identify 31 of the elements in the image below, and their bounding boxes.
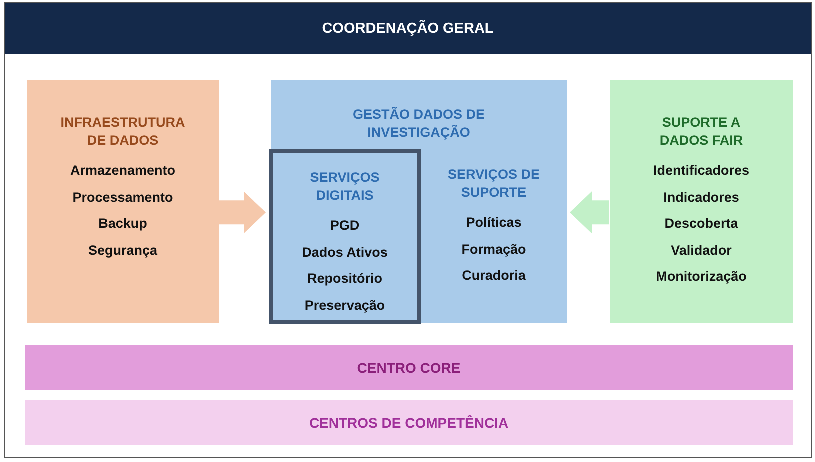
header-band: COORDENAÇÃO GERAL bbox=[5, 3, 811, 54]
list-item: Segurança bbox=[87, 242, 159, 260]
list-item: Políticas bbox=[465, 214, 523, 232]
competence-centers-band: CENTROS DE COMPETÊNCIA bbox=[25, 400, 793, 445]
list-item: Descoberta bbox=[664, 215, 740, 233]
heading: INFRAESTRUTURA DE DADOS bbox=[60, 114, 186, 150]
list-item: Preservação bbox=[304, 296, 386, 314]
heading: SUPORTE A DADOS FAIR bbox=[658, 114, 744, 150]
infrastructure-panel bbox=[27, 80, 219, 323]
list-item: Processamento bbox=[72, 188, 174, 206]
management-panel bbox=[271, 80, 567, 323]
list-item: Backup bbox=[98, 215, 148, 233]
list-item: Monitorização bbox=[655, 268, 748, 286]
block-arrow bbox=[570, 192, 609, 234]
list-item: Repositório bbox=[306, 270, 384, 288]
heading: GESTÃO DADOS DE INVESTIGAÇÃO bbox=[352, 106, 486, 142]
list-item: Validador bbox=[670, 242, 733, 260]
fair-support-panel bbox=[610, 80, 793, 323]
list-item: Armazenamento bbox=[69, 162, 177, 180]
list-item: Identificadores bbox=[652, 162, 751, 180]
digital-services-box bbox=[269, 149, 421, 324]
list-item: PGD bbox=[329, 217, 361, 235]
heading: SERVIÇOS DIGITAIS bbox=[309, 169, 381, 205]
list-item: Curadoria bbox=[461, 267, 527, 285]
list-item: Formação bbox=[460, 240, 528, 258]
list-item: Indicadores bbox=[662, 188, 740, 206]
block-arrow bbox=[218, 192, 266, 234]
core-center-band: CENTRO CORE bbox=[25, 345, 793, 390]
list-item: Dados Ativos bbox=[301, 244, 389, 262]
heading: SERVIÇOS DE SUPORTE bbox=[446, 166, 542, 202]
diagram-frame bbox=[4, 2, 812, 458]
